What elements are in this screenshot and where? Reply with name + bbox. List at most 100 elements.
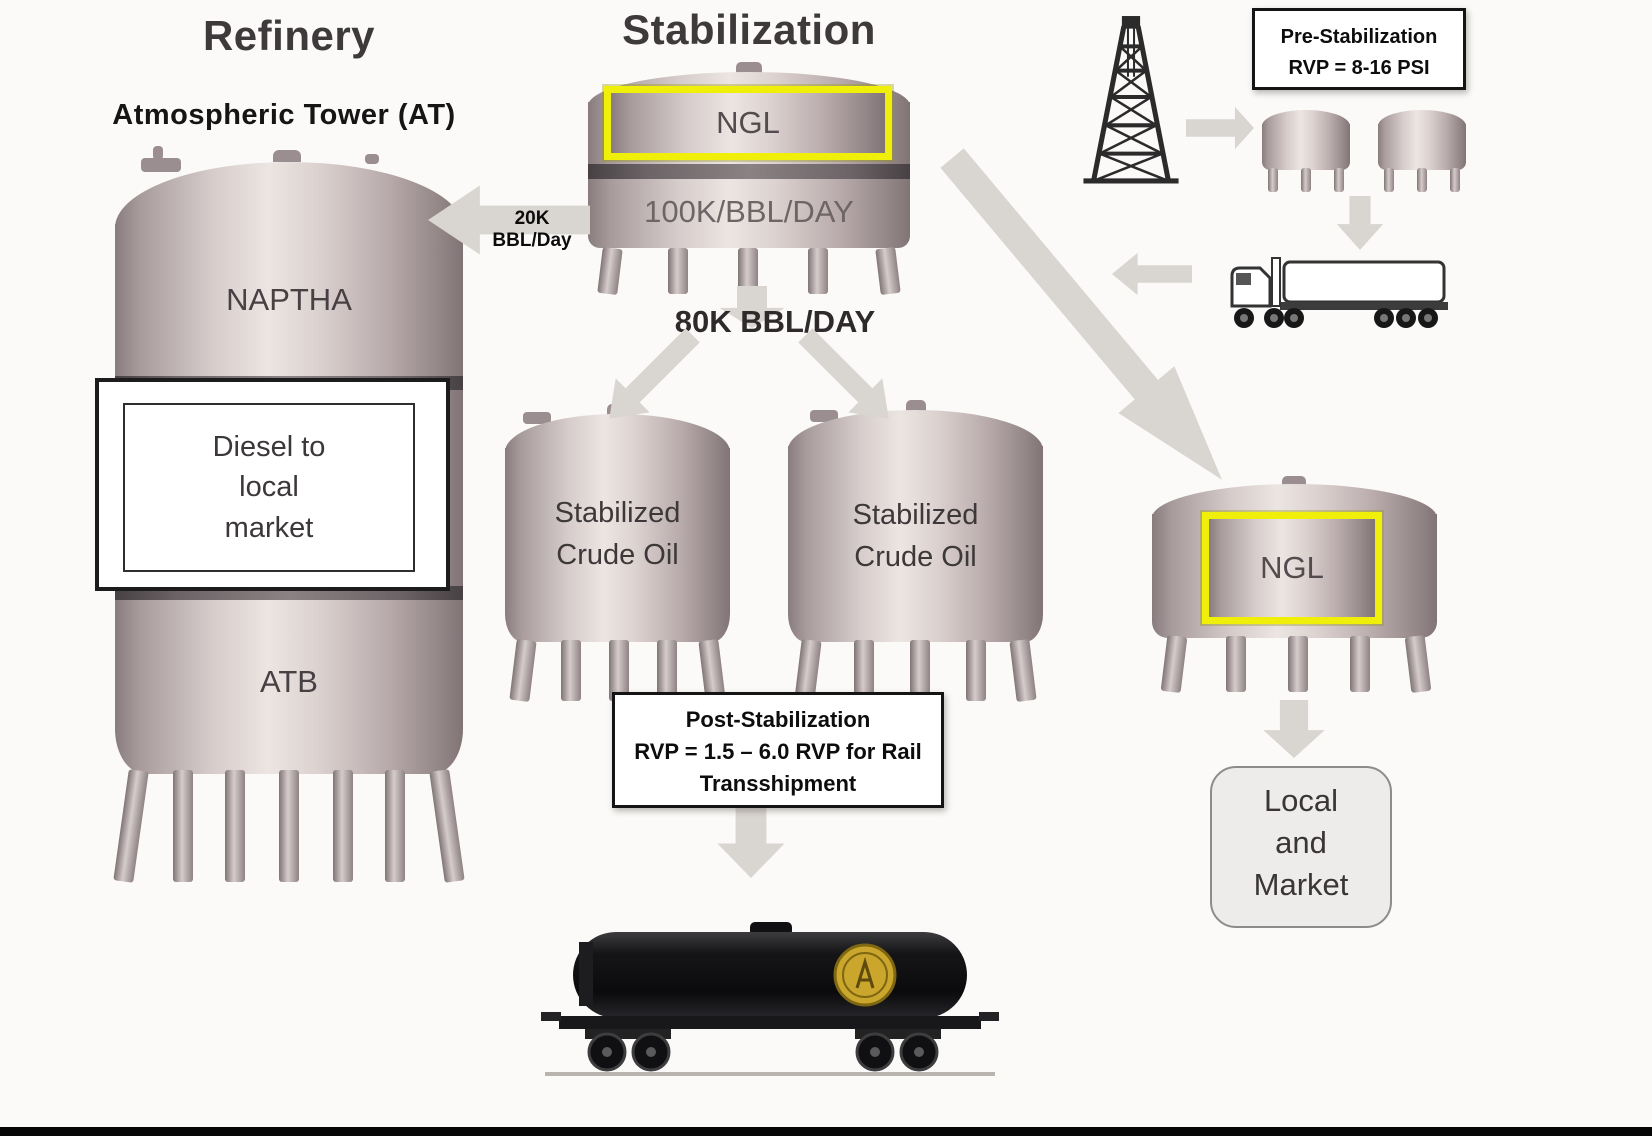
tank-label: Stabilized Crude Oil [505,492,730,576]
truck-trailer [1282,260,1446,304]
tank-leg [854,640,874,701]
tank-fitting-icon [523,412,551,424]
flow-arrow-to-railcar-icon [717,806,785,878]
tank-fitting-icon [1282,476,1306,486]
tank-label: Stabilized Crude Oil [788,494,1043,578]
tank-leg [738,248,758,294]
tank-leg [173,770,193,882]
scan-edge-bar [0,1127,1652,1136]
tank-leg [1450,168,1460,192]
tank-label-line: Crude Oil [556,539,679,572]
field-tank-1 [1262,106,1350,194]
atb-label: ATB [260,664,318,699]
tank-dome [1378,110,1466,126]
tank-leg [1404,634,1432,694]
tank-leg [668,248,688,294]
tank-leg [113,769,149,883]
railcar-ladder [579,942,593,1006]
ngl-label: NGL [1260,550,1324,585]
diesel-callout-box: Diesel to local market [95,378,450,591]
post-stabilization-box: Post-Stabilization RVP = 1.5 – 6.0 RVP f… [612,692,944,808]
tank-leg [657,640,677,701]
tank-leg [875,246,901,296]
tank-leg [910,640,930,701]
flow-arrow-ngl-market-icon [1263,700,1325,758]
post-stabilization-line: Transshipment [699,770,857,796]
oil-derrick-icon [1072,14,1190,186]
tank-body: Stabilized Crude Oil [505,448,730,642]
tank-leg [225,770,245,882]
stabilization-tank: 100K/BBL/DAY NGL [588,62,910,296]
diesel-inner-box: Diesel to local market [123,403,415,572]
tank-leg [1288,636,1308,692]
railcar-tank [573,932,967,1018]
tank-leg [609,640,629,701]
stabilized-crude-tank-right: Stabilized Crude Oil [788,400,1043,702]
tank-leg [333,770,353,882]
railcar-coupler [979,1012,999,1021]
truck-window [1236,273,1251,285]
tank-fitting-icon [736,62,762,74]
tank-dome [1262,110,1350,126]
tank-leg [561,640,581,701]
ngl-highlight-box: NGL [1202,512,1382,624]
tank-leg [1350,636,1370,692]
tank-body: Stabilized Crude Oil [788,446,1043,642]
flow-80k-label: 80K BBL/DAY [674,304,876,339]
tank-leg [1384,168,1394,192]
post-stabilization-line: Post-Stabilization [685,707,871,732]
tank-leg [509,639,537,702]
flow-arrow-tanks-truck-icon [1336,196,1384,250]
tank-leg [1009,639,1037,702]
tank-leg [1301,168,1311,192]
tank-leg [279,770,299,882]
tank-label-line: Stabilized [554,497,681,529]
ngl-storage-tank: NGL [1152,476,1437,694]
pre-stabilization-box: Pre-Stabilization RVP = 8-16 PSI [1252,8,1466,90]
pre-stabilization-line: Pre-Stabilization [1280,26,1438,48]
stabilized-crude-tank-left: Stabilized Crude Oil [505,404,730,702]
tank-leg [966,640,986,701]
refinery-title: Refinery [202,12,376,59]
local-market-box: Local and Market [1210,766,1392,928]
flow-20k-label: 20K BBL/Day [492,208,572,251]
stabilization-title: Stabilization [622,6,876,53]
tank-leg [385,770,405,882]
pre-stabilization-line: RVP = 8-16 PSI [1288,57,1430,79]
tank-leg [429,769,465,883]
tank-leg [808,248,828,294]
tank-fitting-icon [273,150,301,162]
tank-fitting-icon [153,146,163,160]
rail-tank-car-graphic [541,922,999,1076]
flow-arrow-derrick-tanks-icon [1186,106,1254,150]
capacity-label: 100K/BBL/DAY [644,194,854,229]
tank-band [588,164,910,179]
tank-leg [1160,634,1188,694]
railcar-coupler [541,1012,561,1021]
tank-body [1262,124,1350,170]
tank-fitting-icon [365,154,379,164]
tanker-truck-icon [1222,246,1452,341]
tank-leg [1226,636,1246,692]
field-tank-2 [1378,106,1466,194]
tank-leg [1417,168,1427,192]
diesel-line: Diesel to [212,430,326,463]
ngl-highlight-box: NGL [604,86,892,160]
tank-leg [1334,168,1344,192]
ngl-label: NGL [716,105,780,140]
flow-arrow-truck-return-icon [1112,252,1192,296]
tank-leg [597,246,623,296]
naptha-label: NAPTHA [226,282,352,317]
local-market-line: Local [1263,783,1339,818]
local-market-line: Market [1253,866,1349,902]
local-market-line: and [1275,824,1327,860]
tank-body [1378,124,1466,170]
refinery-subtitle: Atmospheric Tower (AT) [112,99,456,131]
rail-tank-car-icon [535,918,1005,1086]
railcar-frame [559,1016,981,1029]
tank-label-line: Crude Oil [854,541,977,574]
tank-fitting-icon [141,158,181,172]
diesel-line: market [224,511,314,544]
post-stabilization-line: RVP = 1.5 – 6.0 RVP for Rail [634,738,922,764]
